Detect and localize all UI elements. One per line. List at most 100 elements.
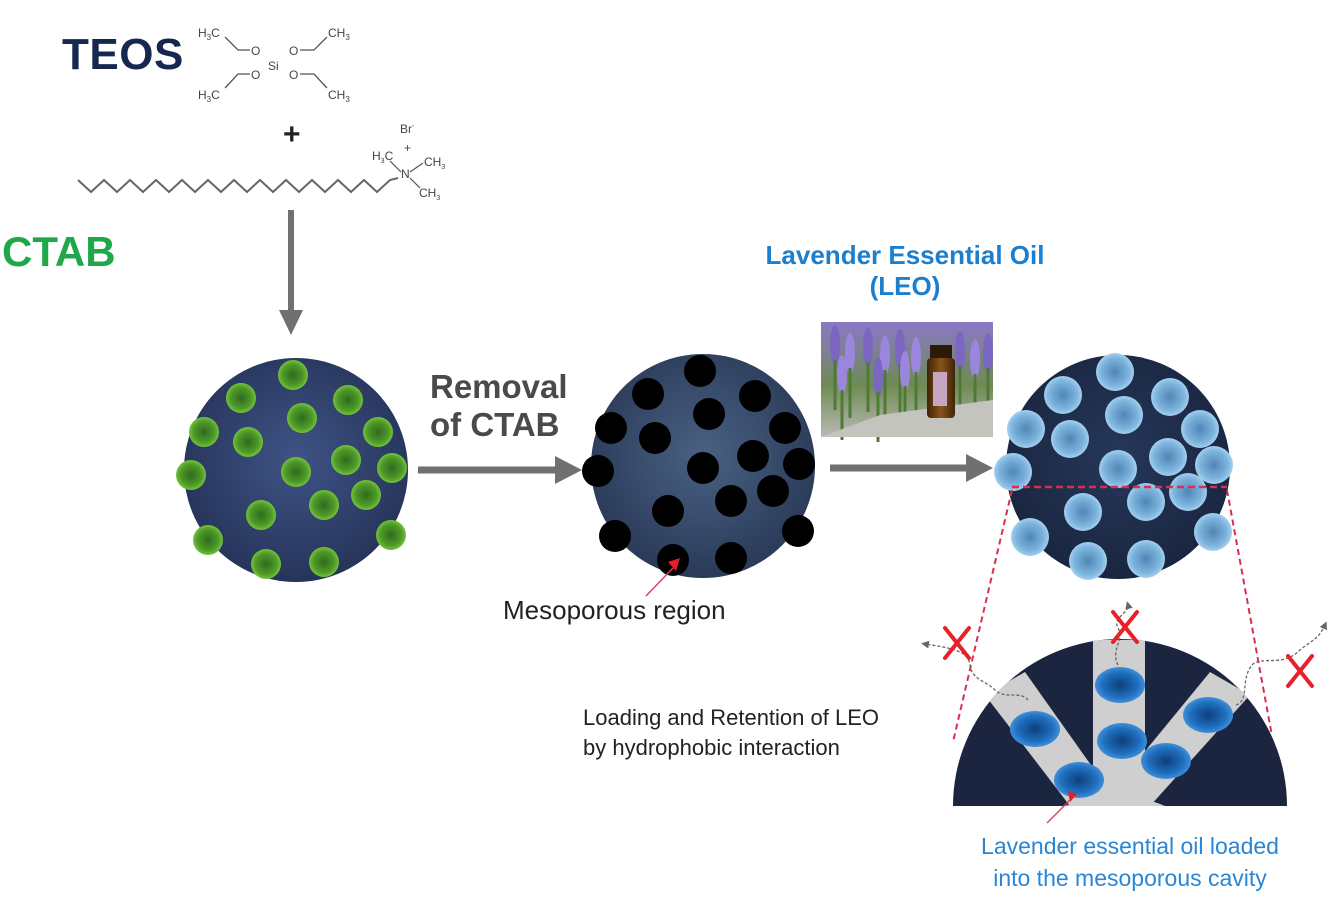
right-arrow-icon [830, 454, 993, 482]
lavender-stem [866, 362, 870, 412]
ctab-micelle [278, 360, 308, 390]
lavender-flower [955, 331, 965, 371]
lavender-stem [903, 386, 907, 436]
empty-pore [632, 378, 664, 410]
leo-pore [1051, 420, 1089, 458]
svg-text:CH3: CH3 [424, 155, 445, 171]
plus-sign: + [283, 118, 301, 151]
leo-title: Lavender Essential Oil (LEO) [735, 240, 1075, 302]
leo-title-line-2: (LEO) [869, 271, 941, 301]
leo-pore [1096, 353, 1134, 391]
lavender-stem [840, 390, 844, 440]
ctab-micelle [226, 383, 256, 413]
pore-cross-section [953, 639, 1287, 824]
lavender-stem [914, 372, 918, 422]
ctab-micelle [281, 457, 311, 487]
empty-pores [582, 355, 815, 576]
lavender-flower [845, 333, 855, 373]
empty-pore [715, 485, 747, 517]
removal-line-1: Removal [430, 368, 568, 405]
oil-loaded-caption: Lavender essential oil loaded into the m… [950, 830, 1310, 894]
ctab-micelle [176, 460, 206, 490]
empty-pore [737, 440, 769, 472]
ctab-micelle [193, 525, 223, 555]
ctab-micelle [251, 549, 281, 579]
teos-ch3-top: CH3 [328, 26, 350, 42]
leo-pore [1151, 378, 1189, 416]
svg-text:Br-: Br- [400, 122, 415, 136]
mesoporous-region-label: Mesoporous region [503, 595, 726, 625]
empty-pore [652, 495, 684, 527]
leo-pore [1195, 446, 1233, 484]
svg-text:+: + [404, 141, 411, 155]
leo-pore [1181, 410, 1219, 448]
ctab-micelle [246, 500, 276, 530]
leo-pore [1105, 396, 1143, 434]
blocked-x-icon [943, 626, 971, 660]
right-arrow-icon [418, 456, 582, 484]
lavender-stem [833, 360, 837, 410]
ctab-label: CTAB [2, 228, 116, 275]
lavender-flower [983, 333, 993, 373]
teos-ch3-bottom: CH3 [328, 88, 350, 104]
leo-filled-pores [994, 353, 1233, 580]
empty-pore [639, 422, 671, 454]
leo-pore [1099, 450, 1137, 488]
ctab-micelle [331, 445, 361, 475]
loading-retention-label: Loading and Retention of LEO by hydropho… [583, 703, 879, 763]
lavender-stem [973, 374, 977, 424]
ctab-micelle [376, 520, 406, 550]
lavender-stem [958, 366, 962, 416]
loaded-line-2: into the mesoporous cavity [993, 865, 1267, 891]
blocked-x-icon [1286, 654, 1314, 688]
ctab-template-particle [176, 358, 408, 582]
zoom-guide-lines [952, 489, 1273, 743]
ctab-micelle [233, 427, 263, 457]
lavender-flower [900, 351, 910, 391]
ctab-micelle [287, 403, 317, 433]
empty-pore [693, 398, 725, 430]
lavender-flower [911, 337, 921, 377]
teos-h3c-top: H3C [198, 26, 220, 42]
teos-structure: H3C CH3 H3C CH3 O O Si O O [198, 26, 350, 104]
lavender-flower [880, 335, 890, 375]
teos-label: TEOS [62, 30, 184, 79]
ctab-micelle-pores [176, 360, 407, 579]
ctab-micelle [333, 385, 363, 415]
leo-pore [1127, 483, 1165, 521]
empty-pore [757, 475, 789, 507]
leo-loaded-particle [994, 353, 1233, 580]
leo-pore [1149, 438, 1187, 476]
svg-text:O: O [251, 68, 260, 82]
ctab-structure: Br- H3C + N CH3 CH3 [77, 122, 445, 202]
empty-pore [715, 542, 747, 574]
lavender-flower [970, 339, 980, 379]
lavender-flower [863, 327, 873, 367]
leo-pore [1069, 542, 1107, 580]
ctab-micelle [377, 453, 407, 483]
lavender-flower [837, 355, 847, 395]
empty-pore [657, 544, 689, 576]
empty-pore [739, 380, 771, 412]
leo-pore [1007, 410, 1045, 448]
teos-h3c-bottom: H3C [198, 88, 220, 104]
pointer-arrow-icon [668, 558, 680, 571]
empty-pore [769, 412, 801, 444]
empty-pore [582, 455, 614, 487]
svg-text:O: O [251, 44, 260, 58]
lavender-flower [873, 357, 883, 397]
leo-pore [1044, 376, 1082, 414]
lavender-stem [898, 364, 902, 414]
svg-text:N: N [401, 167, 410, 181]
empty-pore [782, 515, 814, 547]
empty-pore [687, 452, 719, 484]
loaded-line-1: Lavender essential oil loaded [981, 833, 1279, 859]
leo-pore [1169, 473, 1207, 511]
ctab-micelle [363, 417, 393, 447]
svg-text:CH3: CH3 [419, 186, 440, 202]
ctab-micelle [189, 417, 219, 447]
lavender-flower [830, 325, 840, 365]
leo-pore [1064, 493, 1102, 531]
empty-pore [595, 412, 627, 444]
